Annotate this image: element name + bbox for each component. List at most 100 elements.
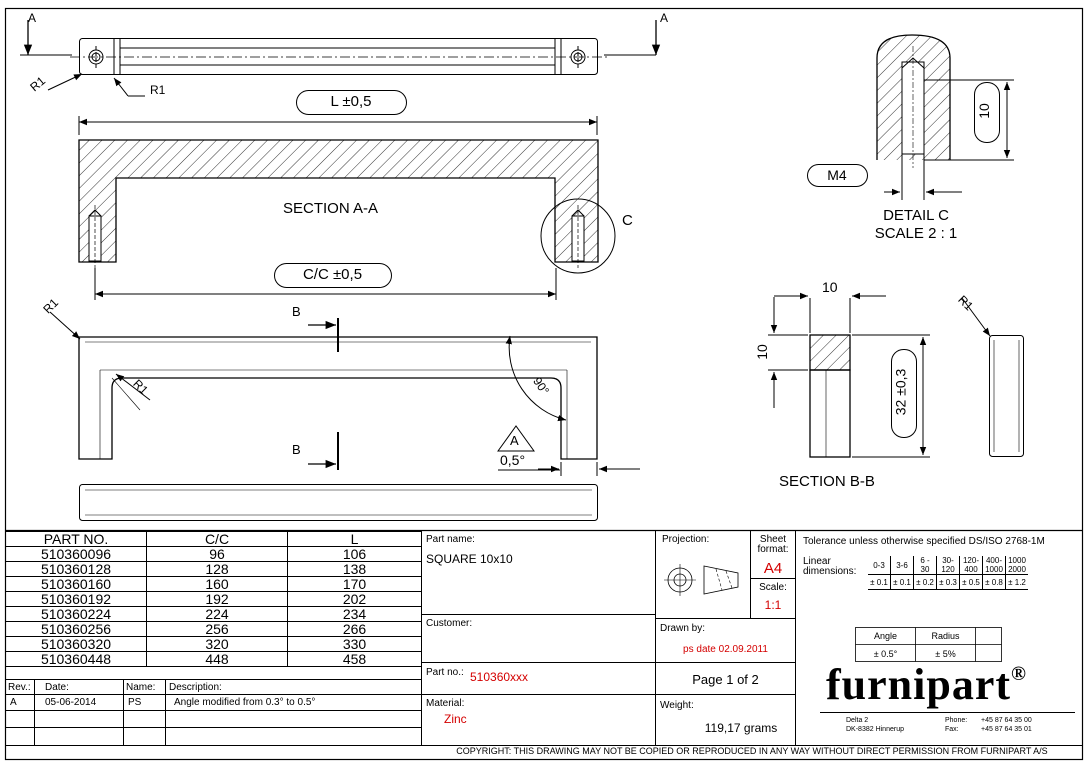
cc-cell: 448 xyxy=(146,651,288,667)
weight-label: Weight: xyxy=(660,700,694,711)
range-cell: 120- 400 xyxy=(959,556,983,575)
rev-date-header: Date: xyxy=(45,682,69,693)
part-name-label: Part name: xyxy=(426,534,475,545)
sheet-format-label: Sheet format: xyxy=(757,534,789,555)
rev-description-header: Description: xyxy=(169,682,222,693)
section-a-label-right: A xyxy=(660,11,669,25)
l-cell: 234 xyxy=(287,606,422,622)
section-b-label-bottom: B xyxy=(292,442,301,457)
header-part-no: PART NO. xyxy=(5,531,147,547)
phone-value: +45 87 64 35 00 xyxy=(981,717,1032,724)
l-cell: 106 xyxy=(287,546,422,562)
parts-table-header: PART NO. C/C L xyxy=(5,531,422,547)
part-no-cell: 510360256 xyxy=(5,621,147,637)
l-cell: 170 xyxy=(287,576,422,592)
section-b-label-top: B xyxy=(292,304,301,319)
cc-cell: 192 xyxy=(146,591,288,607)
detail-c-scale: SCALE 2 : 1 xyxy=(874,225,958,242)
part-no-label: Part no.: xyxy=(426,667,464,678)
tolerance-cell: ± 0.5 xyxy=(959,574,983,590)
angle-label: Angle xyxy=(873,631,898,641)
range-cell: 400- 1000 xyxy=(982,556,1006,575)
part-no-cell: 510360448 xyxy=(5,651,147,667)
detail-c-title: DETAIL C xyxy=(883,207,949,224)
length-dimension-label: L ±0,5 xyxy=(330,93,372,110)
rev-value: A xyxy=(10,697,17,708)
l-cell: 138 xyxy=(287,561,422,577)
part-no-cell: 510360224 xyxy=(5,606,147,622)
fax-value: +45 87 64 35 01 xyxy=(981,726,1032,733)
section-b-b xyxy=(768,292,1024,458)
tolerance-cell: ± 0.1 xyxy=(890,574,914,590)
rev-description-value: Angle modified from 0.3° to 0.5° xyxy=(174,697,316,708)
section-total-height-label: 32 ±0,3 xyxy=(892,368,909,416)
scale-value: 1:1 xyxy=(764,598,782,612)
top-view xyxy=(20,20,661,97)
section-b-b-title: SECTION B-B xyxy=(779,473,875,490)
cc-cell: 160 xyxy=(146,576,288,592)
part-no-cell: 510360192 xyxy=(5,591,147,607)
rev-name-value: PS xyxy=(128,697,142,708)
weight-value: 119,17 grams xyxy=(704,721,778,735)
radius-label: Radius xyxy=(931,631,960,641)
range-cell: 1000 2000 xyxy=(1005,556,1028,575)
material-label: Material: xyxy=(426,698,465,709)
range-cell: 6 - 30 xyxy=(913,556,937,575)
radius-tolerance-value: ± 5% xyxy=(935,649,956,659)
tolerance-cell: ± 0.8 xyxy=(982,574,1006,590)
cc-cell: 224 xyxy=(146,606,288,622)
range-cell: 0-3 xyxy=(868,556,891,575)
l-cell: 266 xyxy=(287,621,422,637)
tolerance-ranges: 0-3 3-6 6 - 30 30- 120 120- 400 400- 100… xyxy=(868,556,1028,575)
tolerance-cell: ± 0.1 xyxy=(868,574,891,590)
range-cell: 30- 120 xyxy=(936,556,960,575)
sheet-format-value: A4 xyxy=(763,560,783,577)
tolerance-table: 0-3 3-6 6 - 30 30- 120 120- 400 400- 100… xyxy=(868,556,1028,590)
part-no-cell: 510360128 xyxy=(5,561,147,577)
section-a-label-left: A xyxy=(28,11,37,25)
copyright-text: COPYRIGHT: THIS DRAWING MAY NOT BE COPIE… xyxy=(456,746,1048,756)
cc-cell: 128 xyxy=(146,561,288,577)
drawn-by-label: Drawn by: xyxy=(660,623,706,634)
range-cell: 3-6 xyxy=(890,556,914,575)
section-a-a-title: SECTION A-A xyxy=(283,200,379,217)
bottom-view xyxy=(79,484,598,521)
rev-date-value: 05-06-2014 xyxy=(45,697,97,708)
part-no-cell: 510360096 xyxy=(5,546,147,562)
angle-note-value: 0,5° xyxy=(500,452,526,468)
header-l: L xyxy=(287,531,422,547)
header-cc: C/C xyxy=(146,531,288,547)
address-line-2: DK-8382 Hinnerup xyxy=(846,726,904,733)
logo-text: furnipart xyxy=(826,660,1011,709)
title-block-grid xyxy=(5,529,1083,746)
front-view xyxy=(49,311,640,476)
section-a-a xyxy=(78,139,616,274)
thread-label: M4 xyxy=(827,167,847,183)
rev-name-header: Name: xyxy=(126,682,156,693)
part-no-cell: 510360320 xyxy=(5,636,147,652)
projection-label: Projection: xyxy=(662,534,710,545)
part-no-cell: 510360160 xyxy=(5,576,147,592)
linear-dimensions-label: Linear dimensions: xyxy=(803,556,857,577)
l-cell: 458 xyxy=(287,651,422,667)
detail-c xyxy=(807,34,1014,200)
tolerance-values: ± 0.1 ± 0.1 ± 0.2 ± 0.3 ± 0.5 ± 0.8 ± 1.… xyxy=(868,574,1028,590)
cc-dimension-label: C/C ±0,5 xyxy=(302,266,363,283)
logo-registered-mark: ® xyxy=(1011,663,1027,685)
customer-label: Customer: xyxy=(426,618,473,629)
detail-depth-label: 10 xyxy=(975,103,992,119)
fax-label: Fax: xyxy=(945,726,959,733)
scale-label: Scale: xyxy=(759,582,787,593)
tolerance-cell: ± 0.2 xyxy=(913,574,937,590)
l-cell: 330 xyxy=(287,636,422,652)
part-name-value: SQUARE 10x10 xyxy=(426,552,513,566)
angle-note-letter: A xyxy=(510,433,519,448)
